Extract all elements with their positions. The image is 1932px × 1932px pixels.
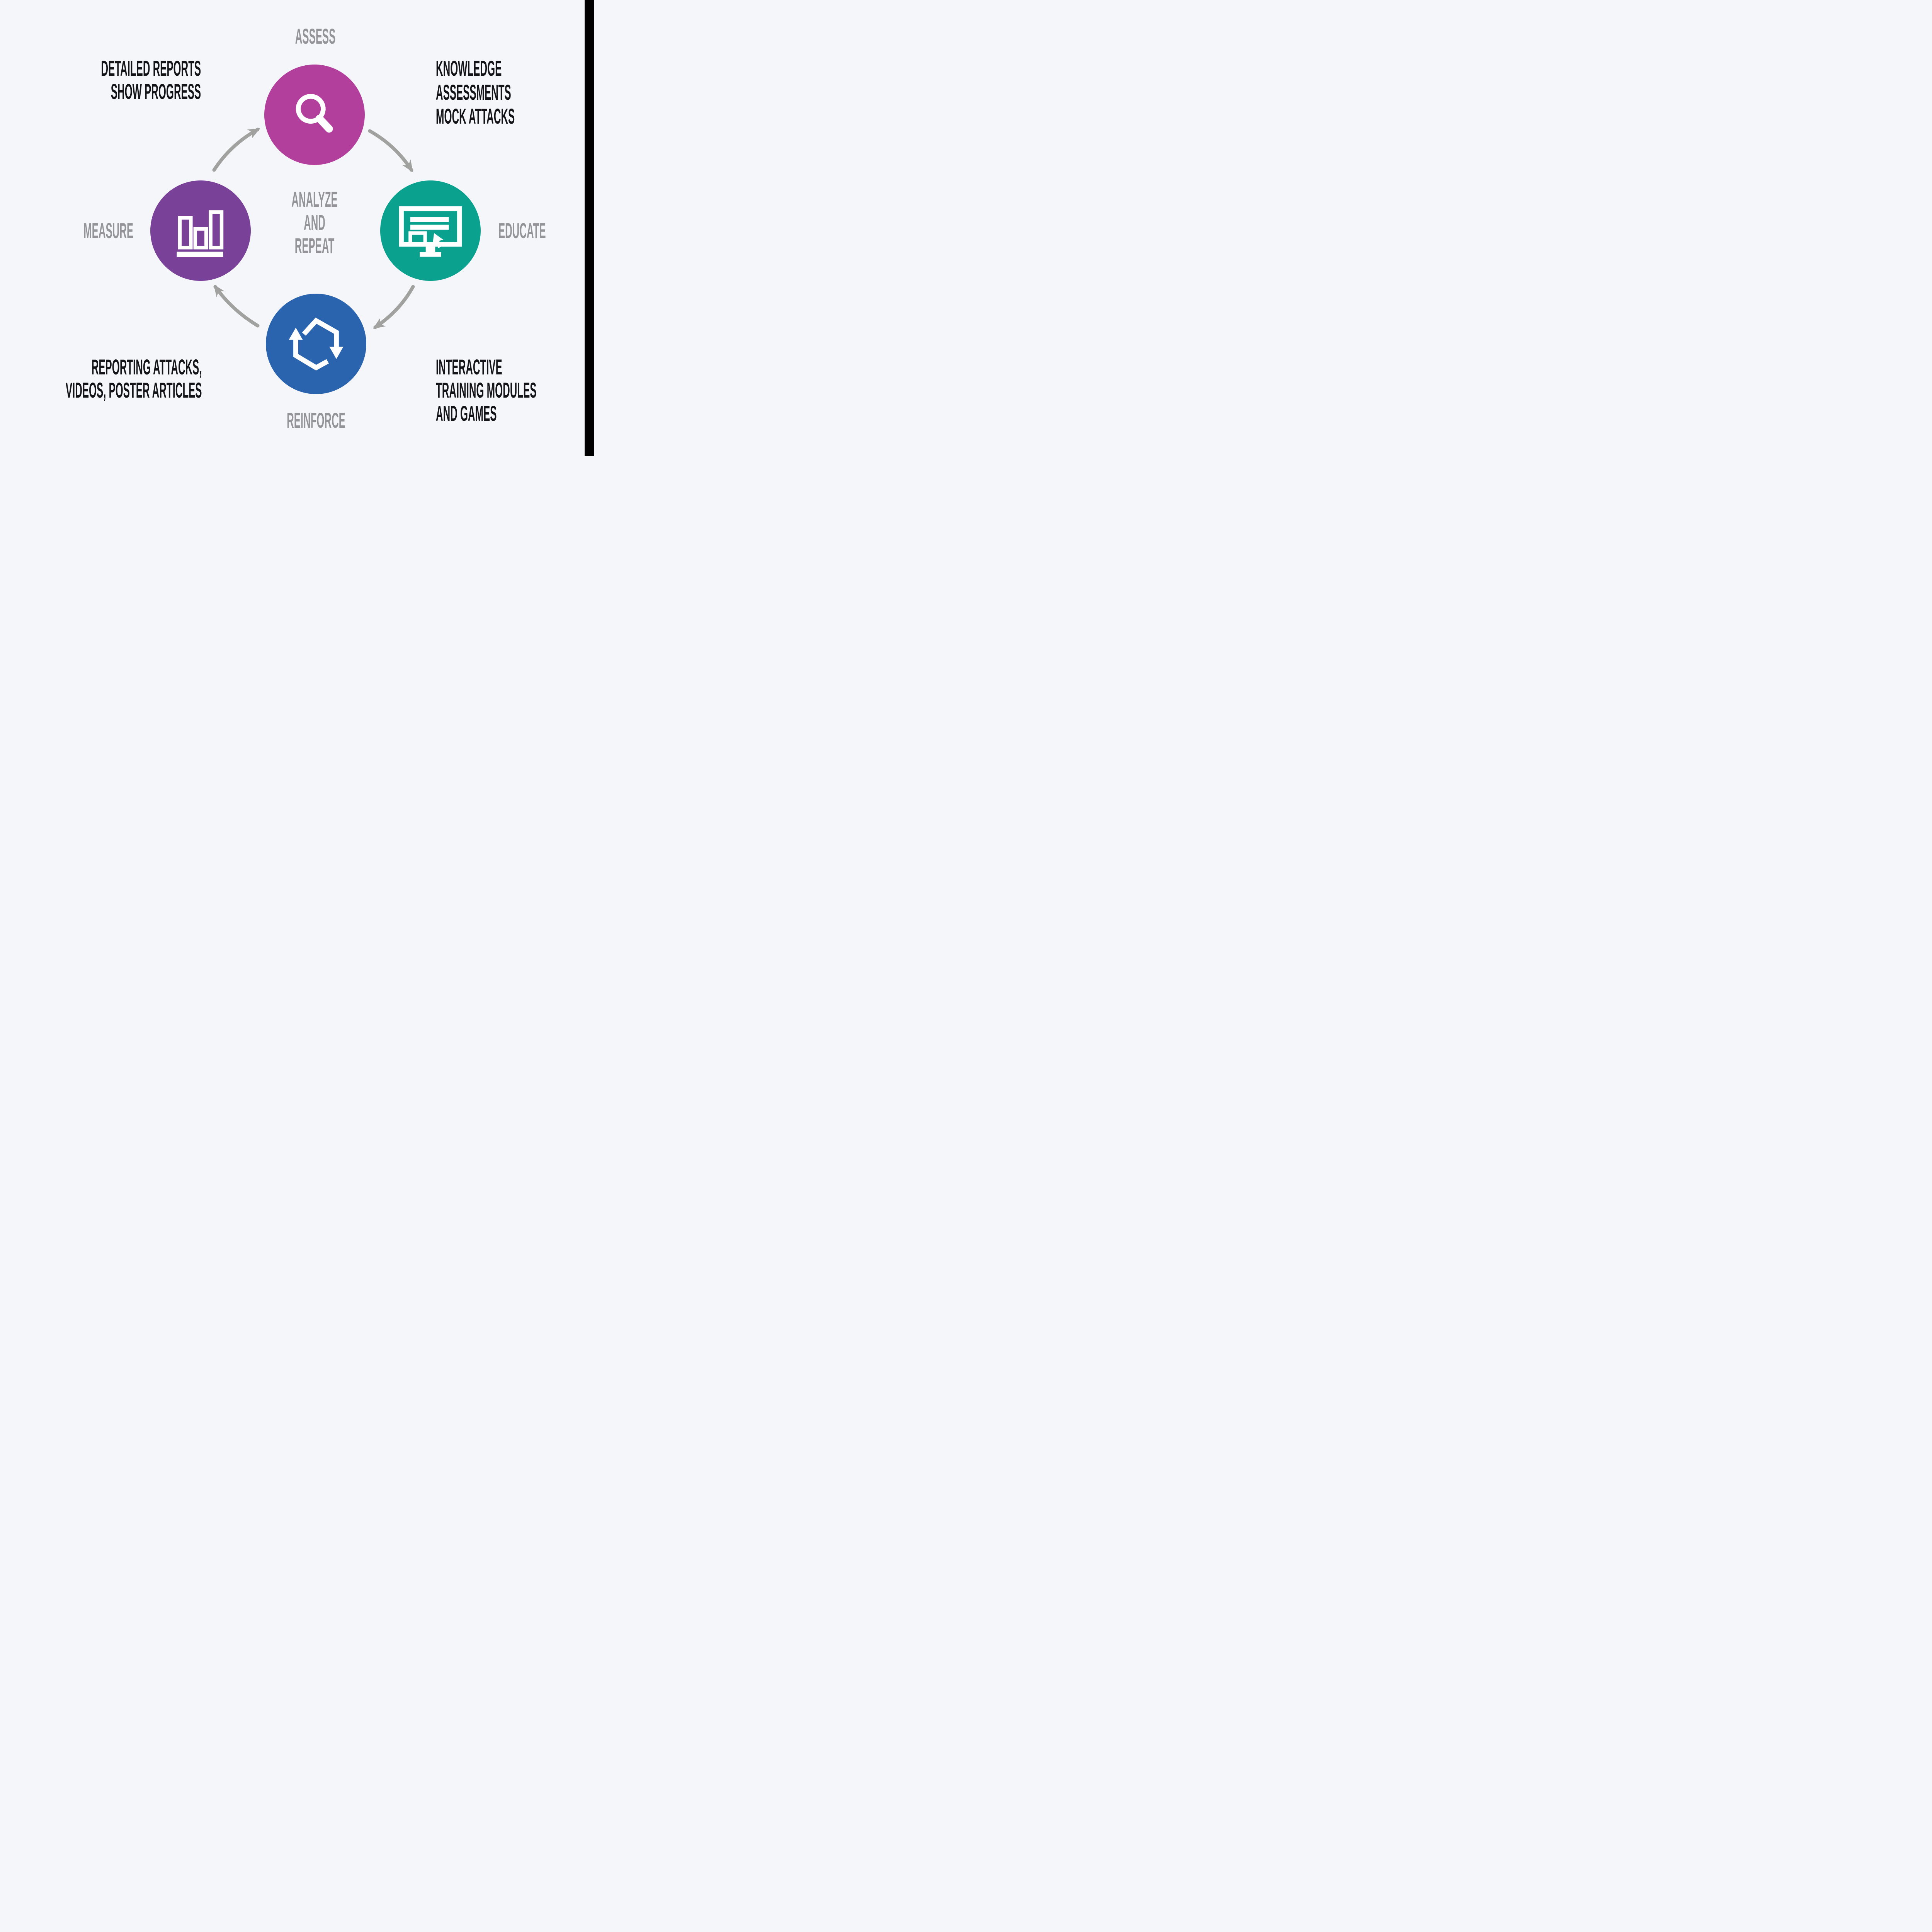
- center-caption-line: REPEAT: [294, 233, 335, 258]
- bar-chart-icon: [176, 210, 223, 257]
- annotation-knowledge-assessments: KNOWLEDGE ASSESSMENTS MOCK ATTACKS: [436, 56, 515, 128]
- arrow-assess-to-educate: [368, 129, 413, 172]
- arrow-educate-to-reinforce: [373, 285, 415, 329]
- arrow-measure-to-assess: [212, 128, 260, 172]
- annotation-line: DETAILED REPORTS: [101, 56, 201, 80]
- annotation-line: MOCK ATTACKS: [436, 104, 515, 128]
- reinforce-circle: [266, 294, 366, 394]
- annotation-line: VIDEOS, POSTER ARTICLES: [65, 378, 202, 402]
- measure-circle: [150, 180, 251, 281]
- assess-step-label: ASSESS: [295, 24, 336, 48]
- annotation-interactive-training: INTERACTIVE TRAINING MODULES AND GAMES: [436, 355, 536, 425]
- measure-step-label: MEASURE: [83, 218, 133, 243]
- monitor-cursor-icon: [399, 206, 462, 257]
- cycle-arrows: [212, 128, 415, 329]
- annotation-detailed-reports: DETAILED REPORTS SHOW PROGRESS: [101, 57, 201, 103]
- annotation-line: REPORTING ATTACKS,: [91, 355, 202, 379]
- annotation-line: TRAINING MODULES: [436, 378, 537, 402]
- security-awareness-cycle-infographic: ASSESS MEASURE EDUCATE REINFORCE ANALYZE…: [0, 0, 594, 456]
- center-caption-line: AND: [304, 210, 325, 235]
- arrow-reinforce-to-measure: [213, 284, 260, 328]
- annotation-line: SHOW PROGRESS: [111, 79, 201, 104]
- cycle-hexagon-icon: [289, 317, 344, 371]
- annotation-line: ASSESSMENTS: [436, 80, 511, 104]
- right-edge-black-bar: [585, 0, 594, 456]
- center-caption-line: ANALYZE: [291, 187, 338, 211]
- center-caption: ANALYZE AND REPEAT: [279, 188, 350, 257]
- magnifier-icon: [296, 94, 333, 133]
- reinforce-step-label: REINFORCE: [287, 408, 345, 432]
- annotation-line: AND GAMES: [436, 401, 497, 425]
- assess-circle: [264, 65, 365, 165]
- educate-step-label: EDUCATE: [498, 218, 546, 243]
- annotation-line: INTERACTIVE: [436, 355, 502, 379]
- annotation-reporting-attacks: REPORTING ATTACKS, VIDEOS, POSTER ARTICL…: [65, 355, 202, 402]
- educate-circle: [380, 180, 481, 281]
- annotation-line: KNOWLEDGE: [436, 56, 502, 80]
